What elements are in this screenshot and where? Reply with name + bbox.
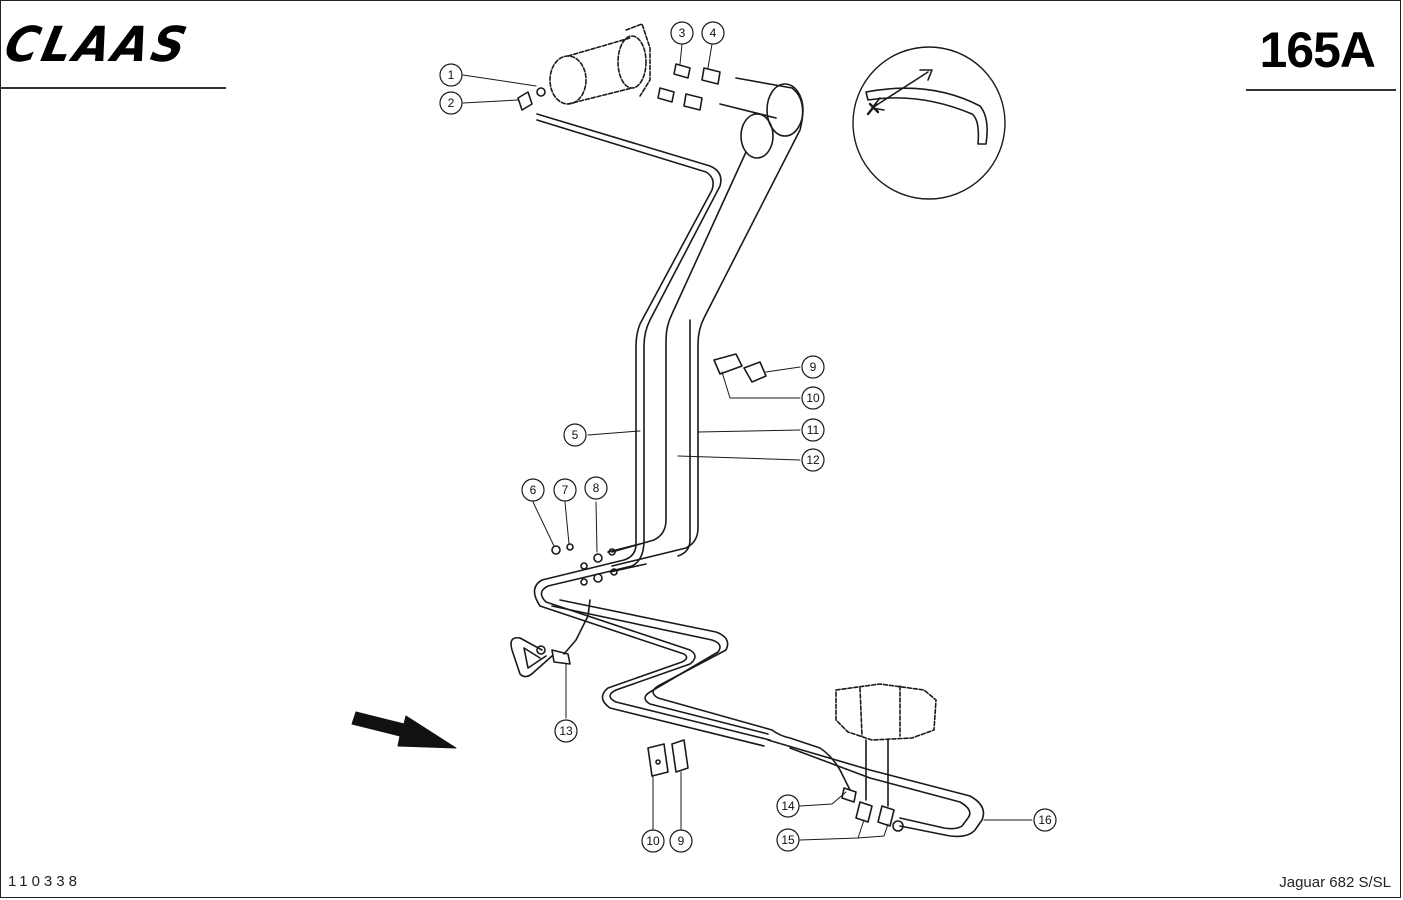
callout-4: 4 xyxy=(701,21,725,45)
header-rule-left xyxy=(0,87,226,89)
callout-12: 12 xyxy=(801,448,825,472)
control-valve-block xyxy=(835,683,937,741)
drawing-id: 110338 xyxy=(8,873,81,890)
svg-text:14: 14 xyxy=(781,799,795,813)
svg-text:1: 1 xyxy=(448,68,455,82)
callout-14: 14 xyxy=(776,794,800,818)
svg-text:3: 3 xyxy=(679,26,686,40)
svg-text:4: 4 xyxy=(710,26,717,40)
mid-fittings xyxy=(551,543,647,586)
svg-text:9: 9 xyxy=(678,834,685,848)
svg-text:10: 10 xyxy=(646,834,660,848)
svg-text:11: 11 xyxy=(807,423,820,437)
pipe-coiled xyxy=(611,77,804,567)
callout-6: 6 xyxy=(521,478,545,502)
plate-number: 165A xyxy=(1259,22,1376,78)
callout-10-lower: 10 xyxy=(641,829,665,853)
hydraulic-cylinder xyxy=(517,23,651,111)
callout-5: 5 xyxy=(563,423,587,447)
header-rule-right xyxy=(1246,89,1396,91)
svg-text:9: 9 xyxy=(810,360,817,374)
pipe-lower-run xyxy=(551,599,985,838)
svg-text:5: 5 xyxy=(572,428,579,442)
lower-fittings xyxy=(841,787,904,832)
return-loop xyxy=(510,599,591,678)
svg-text:6: 6 xyxy=(530,483,537,497)
callout-16: 16 xyxy=(1033,808,1057,832)
clamp-lower xyxy=(647,739,689,777)
callout-9-lower: 9 xyxy=(669,829,693,853)
pipe-left-main xyxy=(533,113,771,747)
callout-markers: 1 2 3 4 5 6 7 8 9 10 11 12 13 14 15 16 9… xyxy=(439,21,1057,853)
svg-text:12: 12 xyxy=(806,453,820,467)
svg-text:16: 16 xyxy=(1038,813,1052,827)
svg-text:2: 2 xyxy=(448,96,455,110)
model-name: Jaguar 682 S/SL xyxy=(1279,874,1391,891)
callout-1: 1 xyxy=(439,63,463,87)
callout-9-upper: 9 xyxy=(801,355,825,379)
direction-arrow-icon xyxy=(351,711,457,749)
callout-7: 7 xyxy=(553,478,577,502)
callout-3: 3 xyxy=(670,21,694,45)
callout-10-upper: 10 xyxy=(801,386,825,410)
clamp-upper xyxy=(713,353,767,383)
double-arrow-icon xyxy=(871,69,933,111)
callout-leaders xyxy=(462,43,1033,841)
svg-text:8: 8 xyxy=(593,481,600,495)
callout-2: 2 xyxy=(439,91,463,115)
callout-11: 11 xyxy=(801,418,825,442)
callout-15: 15 xyxy=(776,828,800,852)
svg-text:10: 10 xyxy=(806,391,820,405)
svg-text:13: 13 xyxy=(559,724,573,738)
top-fittings xyxy=(657,63,721,111)
svg-text:7: 7 xyxy=(562,483,569,497)
callout-8: 8 xyxy=(584,476,608,500)
svg-text:15: 15 xyxy=(781,833,795,847)
valve-connection-lines xyxy=(865,739,889,807)
callout-13: 13 xyxy=(554,719,578,743)
detail-inset xyxy=(852,46,1006,200)
